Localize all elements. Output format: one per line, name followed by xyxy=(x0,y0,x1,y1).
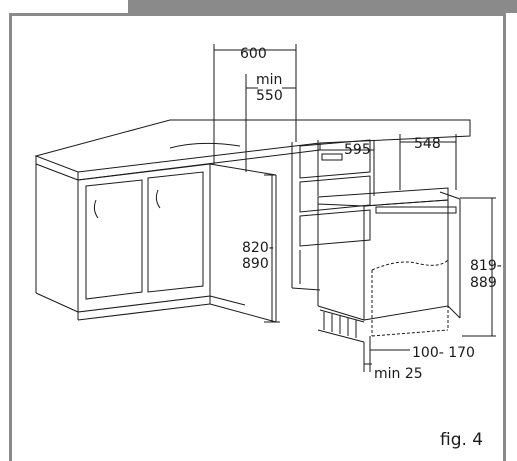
dim-595-label: 595 xyxy=(344,142,371,158)
header-band xyxy=(128,0,517,13)
dim-min25-label: min 25 xyxy=(374,366,423,382)
niche-walls xyxy=(209,163,277,323)
dim-819-889-label-line1: 819- xyxy=(470,258,502,274)
dim-819-889-label-line2: 889 xyxy=(470,275,497,291)
dim-min550-label-line1: min xyxy=(256,72,282,88)
dim-100-170-label: 100- 170 xyxy=(412,345,475,361)
left-cabinet xyxy=(35,163,211,321)
dim-820-890-label-line1: 820- xyxy=(242,240,274,256)
dimension-lines xyxy=(213,44,496,372)
drawer-unit xyxy=(291,139,371,291)
dim-600-label: 600 xyxy=(240,46,267,62)
refrigerator xyxy=(317,187,461,343)
dim-min550-label-line2: 550 xyxy=(256,88,283,104)
dim-820-890-label-line2: 890 xyxy=(242,256,269,272)
figure-caption: fig. 4 xyxy=(440,430,483,450)
dim-548-label: 548 xyxy=(414,136,441,152)
plinth-grille xyxy=(317,312,365,343)
figure-frame xyxy=(9,13,506,461)
